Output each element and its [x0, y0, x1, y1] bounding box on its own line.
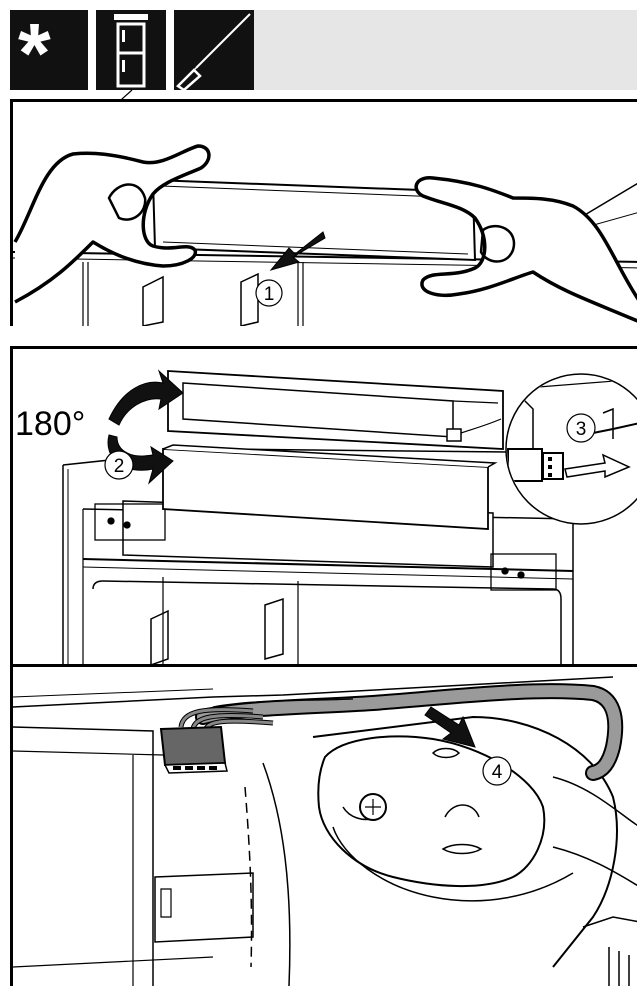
step-label-4: 4 — [492, 762, 503, 783]
step-1-panel: 1 — [10, 99, 637, 326]
step-label-3: 3 — [576, 419, 587, 440]
fridge-icon — [96, 10, 166, 90]
asterisk-glyph: * — [18, 10, 51, 90]
screwdriver-icon — [174, 10, 254, 90]
step-2-3-panel: 180° 2 3 — [10, 346, 637, 667]
step-label-2: 2 — [114, 456, 125, 477]
step-label-1: 1 — [264, 284, 275, 305]
header-band — [254, 10, 637, 90]
asterisk-icon: * — [10, 10, 88, 90]
step-4-panel: 4 — [10, 664, 637, 986]
rotation-label: 180° — [15, 405, 85, 443]
header-bar: * — [0, 0, 637, 110]
